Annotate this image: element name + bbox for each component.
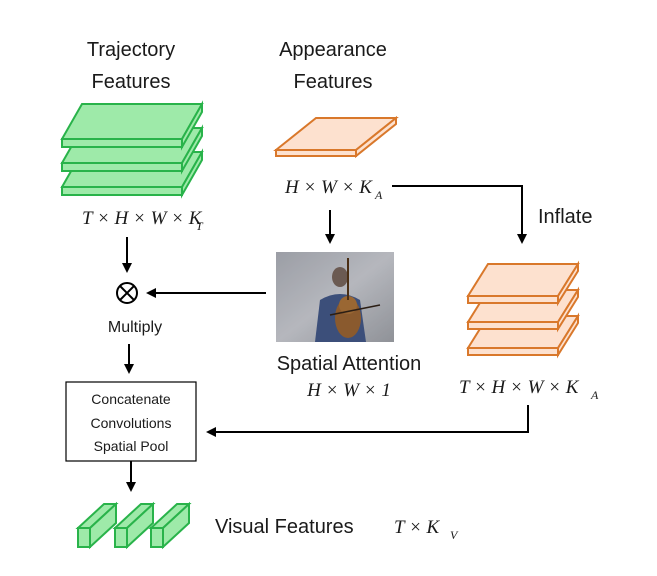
trajectory-feature-stack [60, 100, 204, 199]
trajectory-dim-label: T × H × W × K [82, 208, 203, 229]
trajectory-layer [60, 100, 204, 151]
appearance-dim-subscript: A [374, 188, 383, 202]
inflate-arrow [392, 185, 527, 244]
visual-feature-bar [112, 501, 156, 550]
visual-dim-subscript: V [450, 528, 459, 542]
process-box-line1: Concatenate [91, 391, 171, 407]
appearance-layer [273, 115, 399, 159]
process-box-line3: Spatial Pool [94, 438, 169, 454]
appearance-title-line1: Appearance [279, 39, 387, 61]
attention-label: Spatial Attention [277, 353, 422, 375]
trajectory-title-line2: Features [92, 71, 171, 93]
appearance-title-line2: Features [294, 71, 373, 93]
visual-features-label: Visual Features [215, 516, 354, 538]
inflated-dim-label: T × H × W × K [459, 377, 580, 398]
multiply-label: Multiply [108, 319, 162, 336]
inflated-dim-subscript: A [590, 388, 599, 402]
process-box-line2: Convolutions [91, 415, 172, 431]
attention-map-image [276, 252, 394, 342]
inflate-label: Inflate [538, 206, 592, 228]
inflated-to-box-arrow [206, 405, 529, 437]
trajectory-dim-subscript: T [196, 219, 204, 233]
visual-feature-bars [75, 501, 192, 550]
visual-dim-label: T × K [394, 517, 441, 538]
inflated-layer [466, 260, 580, 307]
inflated-feature-stack [466, 260, 580, 359]
process-box [65, 381, 197, 462]
visual-feature-bar [148, 501, 192, 550]
appearance-feature-slab [273, 115, 399, 159]
visual-feature-bar [75, 501, 119, 550]
appearance-dim-label: H × W × K [284, 177, 373, 198]
trajectory-title-line1: Trajectory [87, 39, 175, 61]
multiply-operator-icon [116, 282, 138, 304]
attention-dim-label: H × W × 1 [306, 380, 391, 401]
